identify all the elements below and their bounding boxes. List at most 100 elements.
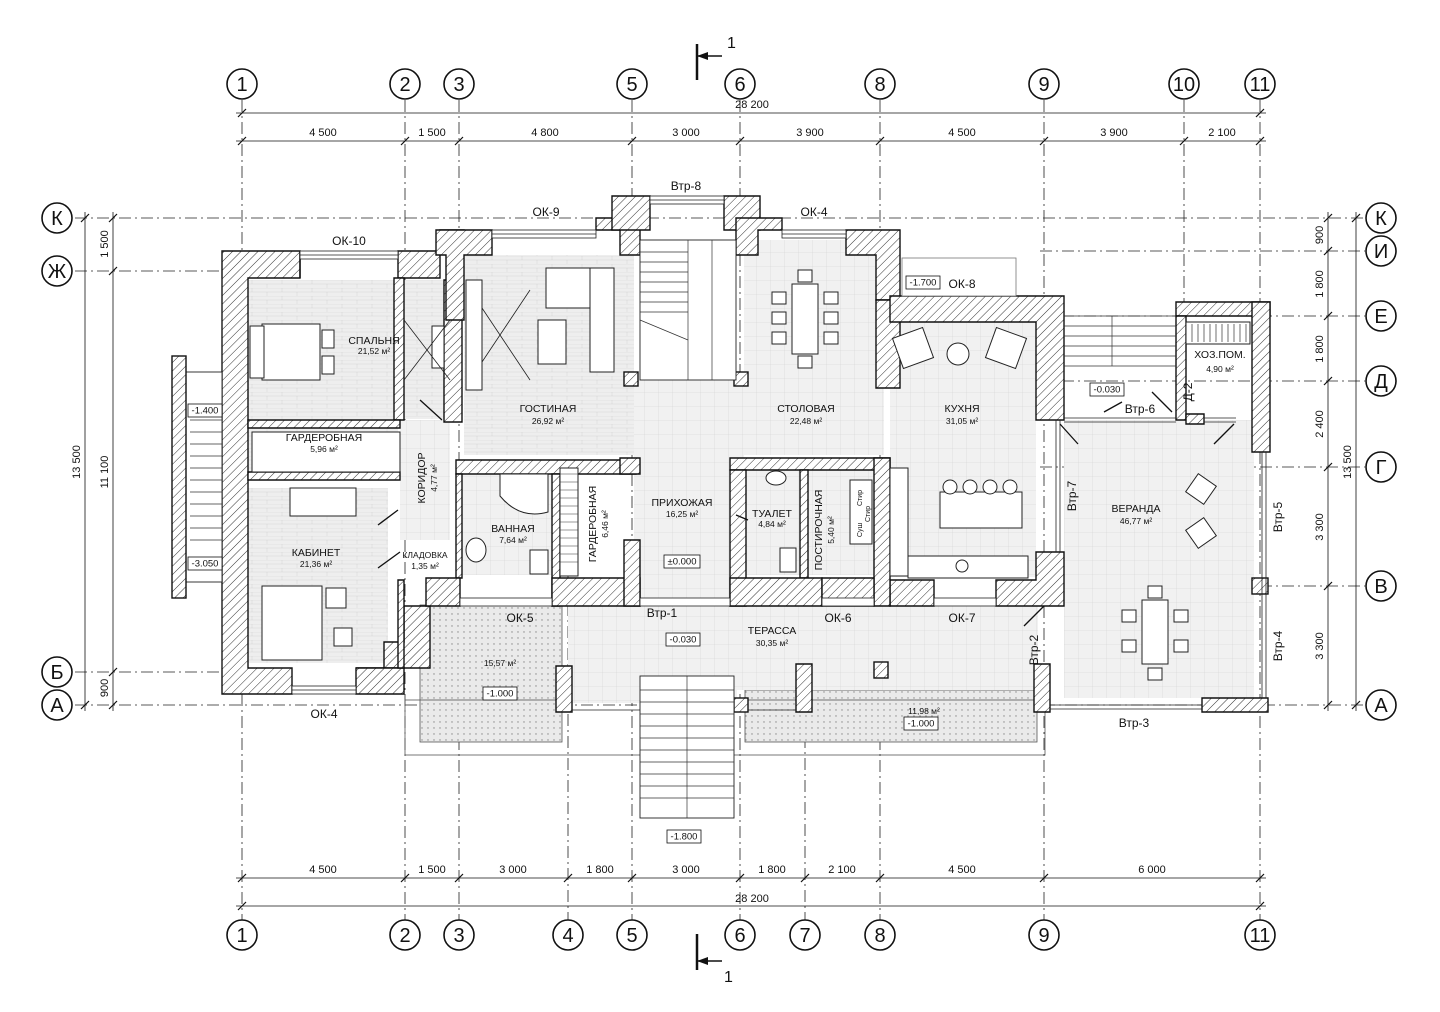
dim-left-1: 1 500	[99, 230, 111, 258]
dim-bottom-9: 6 000	[1138, 864, 1166, 876]
axis-top-6: 6	[734, 74, 745, 96]
level-9: -1.800	[671, 832, 698, 843]
tag-vtr3: Втр-3	[1119, 716, 1150, 730]
axis-left-a: А	[50, 695, 64, 717]
axis-top-2: 2	[399, 74, 410, 96]
dim-top-8: 2 100	[1208, 127, 1236, 139]
axis-right-i: И	[1374, 241, 1388, 263]
dimensions-left: 13 500 11 100 1 500 900	[71, 212, 118, 711]
tag-ok10: ОК-10	[332, 234, 366, 248]
furniture	[249, 267, 1251, 681]
dim-right-1: 900	[1314, 226, 1326, 244]
room-name-living: ГОСТИНАЯ	[520, 403, 577, 415]
axis-top-10: 10	[1173, 74, 1195, 96]
room-area-corridor: 4,77 м²	[429, 464, 439, 492]
dim-right-4: 2 400	[1314, 410, 1326, 438]
tag-vtr1: Втр-1	[647, 606, 678, 620]
dimensions-bottom: 4 500 1 500 3 000 1 800 3 000 1 800 2 10…	[236, 864, 1266, 911]
room-name-toilet: ТУАЛЕТ	[752, 508, 793, 520]
room-area-kitchen: 31,05 м²	[946, 416, 978, 426]
level-3: -3.050	[192, 559, 219, 570]
room-name-corridor: КОРИДОР	[416, 453, 428, 504]
axis-top-1: 1	[236, 74, 247, 96]
axis-top-8: 8	[874, 74, 885, 96]
axis-bottom-4: 4	[562, 925, 573, 947]
appliance-label-3: Стир	[865, 506, 872, 522]
room-area-laundry: 5,40 м²	[826, 516, 836, 544]
room-name-wardrobe1: ГАРДЕРОБНАЯ	[286, 432, 362, 444]
dim-bottom-5: 3 000	[672, 864, 700, 876]
level-8: -1.000	[908, 719, 935, 730]
room-name-storage: КЛАДОВКА	[402, 550, 447, 560]
tag-ok4-bottom: ОК-4	[311, 707, 338, 721]
dim-right-2: 1 800	[1314, 270, 1326, 298]
tag-ok7: ОК-7	[949, 611, 976, 625]
room-name-laundry: ПОСТИРОЧНАЯ	[813, 490, 825, 571]
room-area-living: 26,92 м²	[532, 416, 564, 426]
axis-bottom-7: 7	[799, 925, 810, 947]
dim-bottom-3: 3 000	[499, 864, 527, 876]
room-name-veranda: ВЕРАНДА	[1111, 503, 1160, 515]
axis-right-v: В	[1374, 576, 1387, 598]
axis-bottom-9: 9	[1038, 925, 1049, 947]
dim-left-total-inner: 11 100	[99, 456, 111, 489]
level-5: -0.030	[670, 635, 697, 646]
terrace-area-right: 11,98 м²	[908, 706, 940, 716]
tag-vtr2: Втр-2	[1027, 634, 1041, 665]
axis-bubbles-top: 1 2 3 5 6 8 9 10 11	[226, 68, 1276, 100]
dim-bottom-8: 4 500	[948, 864, 976, 876]
axis-left-k: К	[51, 208, 63, 230]
tag-vtr7: Втр-7	[1065, 480, 1079, 511]
tag-ok5: ОК-5	[507, 611, 534, 625]
axis-right-k: К	[1375, 208, 1387, 230]
axis-bottom-1: 1	[236, 925, 247, 947]
dim-top-total: 28 200	[735, 99, 769, 111]
walls	[221, 195, 1271, 713]
axis-right-g: Г	[1376, 457, 1387, 479]
room-area-dining: 22,48 м²	[790, 416, 822, 426]
dim-bottom-1: 4 500	[309, 864, 337, 876]
tag-d2: Д-2	[1181, 382, 1195, 401]
axis-bottom-11: 11	[1250, 925, 1271, 947]
dim-top-5: 3 900	[796, 127, 824, 139]
level-marks: -1.700 -1.400 -3.050 ±0.000 -0.030 -1.00…	[187, 275, 1125, 844]
axis-top-11: 11	[1250, 74, 1271, 96]
dim-top-6: 4 500	[948, 127, 976, 139]
axis-left-zh: Ж	[48, 261, 67, 283]
level-4: ±0.000	[668, 557, 697, 568]
dim-top-1: 4 500	[309, 127, 337, 139]
axis-right-d: Д	[1374, 371, 1388, 393]
windows	[221, 195, 1267, 711]
room-area-utility: 4,90 м²	[1206, 364, 1234, 374]
tag-vtr8: Втр-8	[671, 179, 702, 193]
dim-bottom-total: 28 200	[735, 893, 769, 905]
appliance-labels: Стир Суш Стир	[857, 490, 872, 537]
room-name-hall: ПРИХОЖАЯ	[652, 497, 713, 509]
axis-bubbles-left: К Ж Б А	[41, 202, 73, 721]
axis-top-5: 5	[626, 74, 637, 96]
room-area-bathroom: 7,64 м²	[499, 535, 527, 545]
dim-right-6: 3 300	[1314, 632, 1326, 660]
terraces	[404, 604, 1046, 756]
room-name-bathroom: ВАННАЯ	[491, 523, 534, 535]
dim-right-total: 13 500	[1342, 445, 1354, 479]
terrace-area-left: 15,57 м²	[484, 658, 516, 668]
tag-ok8: ОК-8	[949, 277, 976, 291]
tag-ok9: ОК-9	[533, 205, 560, 219]
room-area-wardrobe2: 6,46 м²	[600, 510, 610, 538]
section-label-top: 1	[727, 35, 736, 52]
room-area-office: 21,36 м²	[300, 559, 332, 569]
axis-right-e: Е	[1374, 306, 1387, 328]
section-marks: 1 1	[695, 35, 736, 986]
room-name-wardrobe2: ГАРДЕРОБНАЯ	[587, 486, 599, 562]
room-name-kitchen: КУХНЯ	[944, 403, 979, 415]
dim-right-5: 3 300	[1314, 513, 1326, 541]
dimensions-top: 28 200 4 500 1 500 4 800 3 000 3 900 4 5…	[236, 99, 1266, 146]
tag-vtr4: Втр-4	[1271, 630, 1285, 661]
room-area-toilet: 4,84 м²	[758, 519, 786, 529]
dim-bottom-6: 1 800	[758, 864, 786, 876]
tag-vtr5: Втр-5	[1271, 501, 1285, 532]
room-name-bedroom: СПАЛЬНЯ	[348, 335, 399, 347]
appliance-label-2: Суш	[857, 523, 864, 538]
dim-top-7: 3 900	[1100, 127, 1128, 139]
